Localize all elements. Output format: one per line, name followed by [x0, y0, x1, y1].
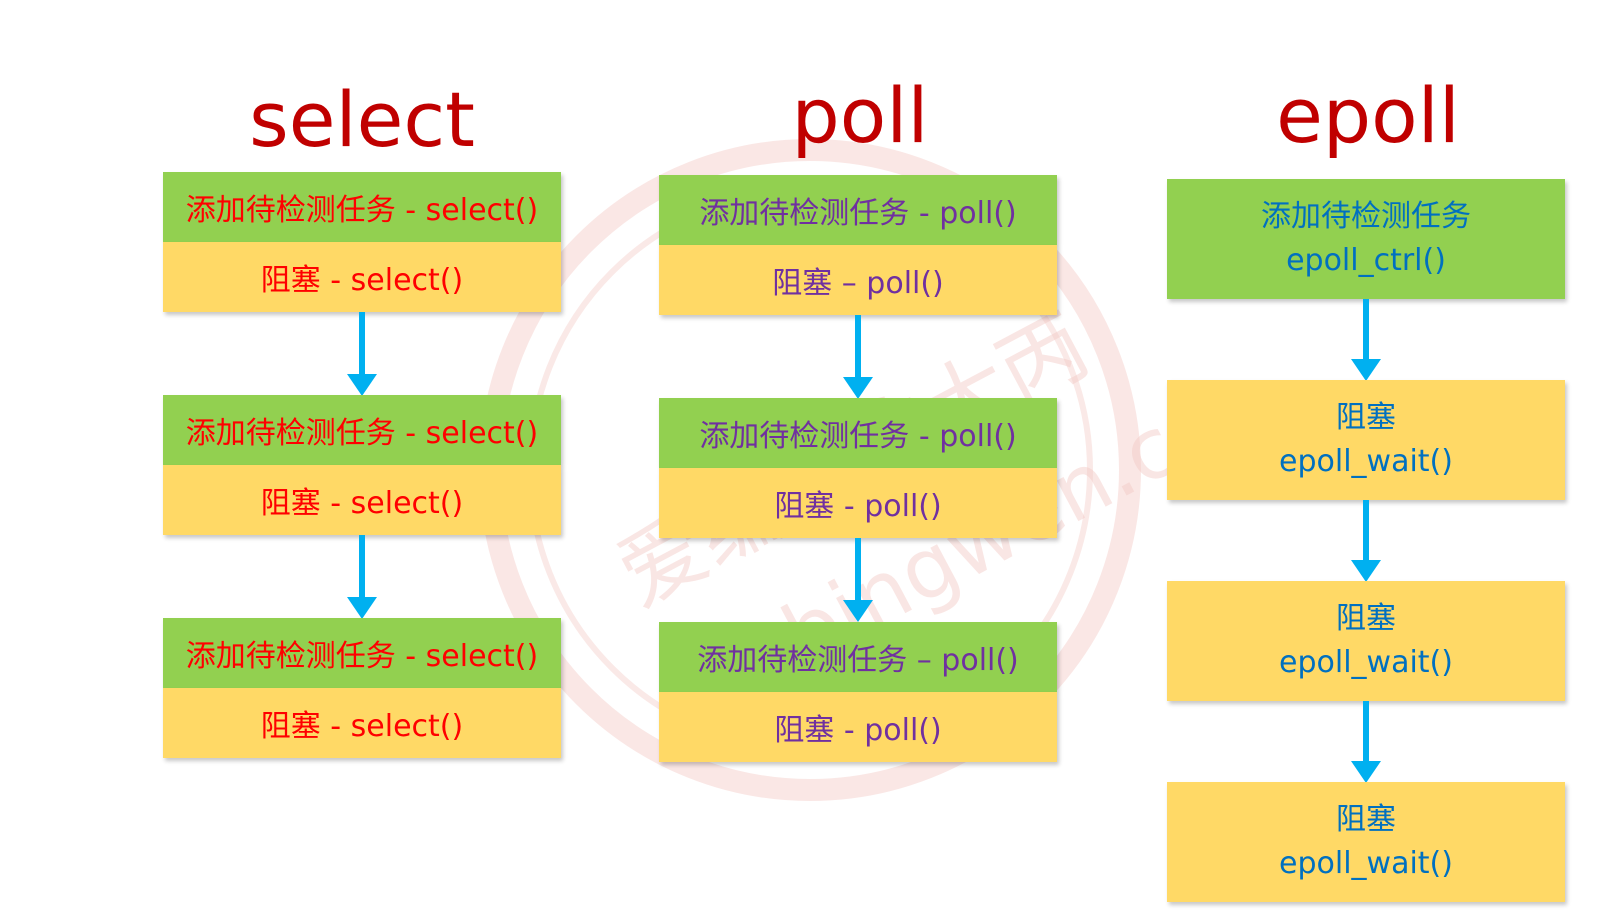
- epoll-wait-3-line1: 阻塞: [1336, 802, 1396, 837]
- select-block-2: 阻塞 - select(): [163, 465, 561, 535]
- poll-arrow-1: [843, 315, 873, 399]
- epoll-wait-box-2: 阻塞 epoll_wait(): [1167, 581, 1565, 701]
- poll-title: poll: [791, 71, 929, 160]
- epoll-arrow-1: [1351, 299, 1381, 381]
- select-arrow-2: [347, 535, 377, 619]
- epoll-arrow-3: [1351, 701, 1381, 783]
- epoll-wait-1-line2: epoll_wait(): [1279, 444, 1453, 479]
- select-block-3-label: 阻塞 - select(): [260, 709, 464, 744]
- poll-block-3: 阻塞 - poll(): [659, 692, 1057, 762]
- select-block-3: 阻塞 - select(): [163, 688, 561, 758]
- select-add-task-3: 添加待检测任务 - select(): [163, 618, 561, 688]
- epoll-wait-box-3: 阻塞 epoll_wait(): [1167, 782, 1565, 902]
- select-title: select: [249, 75, 475, 164]
- epoll-arrow-2: [1351, 500, 1381, 582]
- epoll-title: epoll: [1276, 71, 1460, 160]
- select-add-task-1: 添加待检测任务 - select(): [163, 172, 561, 242]
- epoll-ctrl-line2: epoll_ctrl(): [1286, 243, 1446, 278]
- select-add-task-2: 添加待检测任务 - select(): [163, 395, 561, 465]
- epoll-ctrl-box: 添加待检测任务 epoll_ctrl(): [1167, 179, 1565, 299]
- poll-add-task-1: 添加待检测任务 - poll(): [659, 175, 1057, 245]
- select-add-task-3-label: 添加待检测任务 - select(): [185, 639, 539, 674]
- epoll-wait-3-line2: epoll_wait(): [1279, 846, 1453, 881]
- poll-add-task-1-label: 添加待检测任务 - poll(): [699, 196, 1017, 231]
- poll-add-task-3-label: 添加待检测任务 – poll(): [697, 643, 1019, 678]
- poll-add-task-2-label: 添加待检测任务 - poll(): [699, 419, 1017, 454]
- poll-block-1-label: 阻塞 – poll(): [772, 266, 944, 301]
- select-add-task-2-label: 添加待检测任务 - select(): [185, 416, 539, 451]
- epoll-wait-2-line1: 阻塞: [1336, 601, 1396, 636]
- poll-add-task-2: 添加待检测任务 - poll(): [659, 398, 1057, 468]
- select-add-task-1-label: 添加待检测任务 - select(): [185, 193, 539, 228]
- poll-add-task-3: 添加待检测任务 – poll(): [659, 622, 1057, 692]
- epoll-wait-2-line2: epoll_wait(): [1279, 645, 1453, 680]
- epoll-wait-box-1: 阻塞 epoll_wait(): [1167, 380, 1565, 500]
- poll-block-1: 阻塞 – poll(): [659, 245, 1057, 315]
- select-block-1-label: 阻塞 - select(): [260, 263, 464, 298]
- select-arrow-1: [347, 312, 377, 396]
- epoll-wait-1-line1: 阻塞: [1336, 400, 1396, 435]
- select-block-2-label: 阻塞 - select(): [260, 486, 464, 521]
- select-block-1: 阻塞 - select(): [163, 242, 561, 312]
- poll-block-2: 阻塞 - poll(): [659, 468, 1057, 538]
- epoll-ctrl-line1: 添加待检测任务: [1261, 199, 1471, 234]
- poll-block-3-label: 阻塞 - poll(): [774, 713, 942, 748]
- poll-arrow-2: [843, 538, 873, 622]
- poll-block-2-label: 阻塞 - poll(): [774, 489, 942, 524]
